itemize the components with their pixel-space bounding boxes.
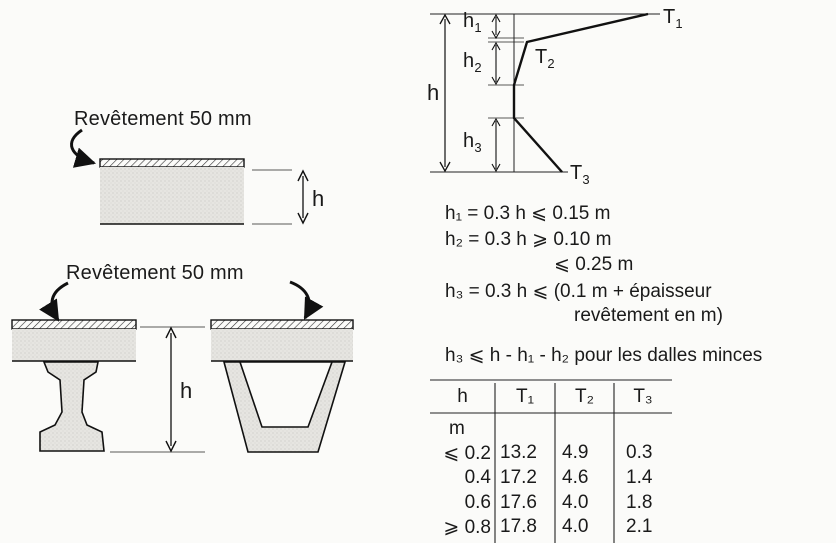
table-row-3-t1: 17.8 [500, 516, 537, 537]
temperature-curve [512, 12, 649, 173]
profile-h-label: h [427, 80, 440, 105]
table-row-0-t2: 4.9 [562, 442, 589, 463]
profile-h3-label: h3 [463, 130, 482, 155]
slab-body [100, 167, 244, 224]
table-unit: m [449, 418, 465, 439]
formula-h3-cont: revêtement en m) [574, 305, 723, 326]
profile-h2-label: h2 [463, 50, 482, 75]
table-row-3-t3: 2.1 [626, 516, 653, 537]
table-header-h: h [457, 386, 468, 407]
slab-coating-hatch [99, 158, 245, 168]
table-row-1-t1: 17.2 [500, 467, 537, 488]
slab-coating-leader [70, 128, 97, 168]
formula-thin-slab: h₃ ⩽ h - h₁ - h₂ pour les dalles minces [445, 345, 763, 366]
table-header-t1: T₁ [515, 386, 535, 407]
slab-section [70, 128, 309, 225]
formula-h2: h₂ = 0.3 h ⩾ 0.10 m [445, 229, 612, 250]
formula-h3: h₃ = 0.3 h ⩽ (0.1 m + épaisseur [445, 281, 712, 302]
table-row-0-t1: 13.2 [500, 442, 537, 463]
profile-t1-label: T1 [663, 6, 683, 31]
table-row-0-h: ⩽ 0.2 [443, 443, 491, 464]
profile-t2-label: T2 [535, 46, 555, 71]
table-row-3-t2: 4.0 [562, 516, 589, 537]
table-header-t2: T₂ [575, 386, 594, 407]
profile-t3-label: T3 [570, 162, 590, 187]
beam-height-label: h [180, 378, 193, 403]
table-row-2-t2: 4.0 [562, 492, 589, 513]
table-row-2-t3: 1.8 [626, 492, 653, 513]
beam-coating-label: Revêtement 50 mm [66, 262, 244, 284]
table-row-2-h: 0.6 [464, 492, 491, 513]
slab-coating-label: Revêtement 50 mm [74, 108, 252, 130]
table-row-1-h: 0.4 [464, 467, 491, 488]
table-grid [430, 379, 672, 543]
profile-h1-label: h1 [463, 10, 482, 35]
table-row-0-t3: 0.3 [626, 442, 653, 463]
beam-coating-leader-right [289, 280, 324, 320]
beam-section [11, 280, 354, 453]
table-row-2-t1: 17.6 [500, 492, 537, 513]
table-header-t3: T₃ [633, 386, 653, 407]
formula-h1: h₁ = 0.3 h ⩽ 0.15 m [445, 203, 611, 224]
table-row-1-t3: 1.4 [626, 467, 653, 488]
i-beam [39, 361, 105, 452]
temperature-profile [430, 12, 660, 173]
formula-h2-upper: ⩽ 0.25 m [554, 254, 634, 275]
table-row-1-t2: 4.6 [562, 467, 589, 488]
table-row-3-h: ⩾ 0.8 [443, 517, 491, 538]
slab-height-label: h [312, 186, 325, 211]
beam-coating-leader-left [39, 281, 69, 322]
